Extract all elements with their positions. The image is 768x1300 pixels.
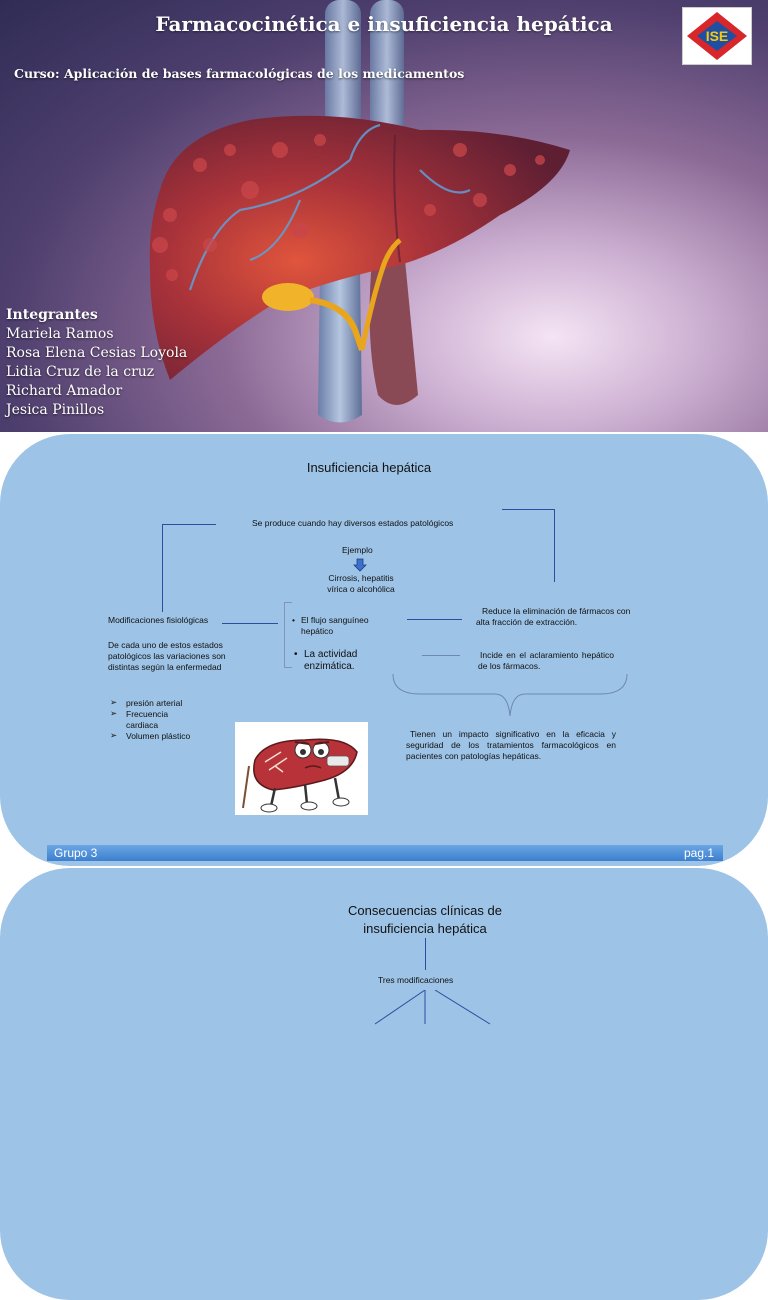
consequences-slide: Consecuencias clínicas de insuficiencia … xyxy=(0,868,768,1300)
title-line: Consecuencias clínicas de xyxy=(348,903,502,918)
enzyme-bullet: • La actividad enzimática. xyxy=(294,649,386,673)
bullet-item: presión arterial xyxy=(126,698,183,708)
cover-title: Farmacocinética e insuficiencia hepática xyxy=(155,12,613,36)
bracket xyxy=(284,667,292,668)
flow-text: El flujo sanguíneo hepático xyxy=(301,615,369,636)
connector xyxy=(222,623,278,624)
logo-diamond-icon: ISE xyxy=(687,12,747,60)
member-name: Jesica Pinillos xyxy=(6,402,105,418)
cause-text: Se produce cuando hay diversos estados p… xyxy=(252,518,454,528)
variations-text: De cada uno de estos estados patológicos… xyxy=(108,640,226,672)
title-line: insuficiencia hepática xyxy=(363,921,487,936)
sick-liver-icon xyxy=(242,738,358,813)
bullet-item: Frecuencia cardiaca xyxy=(126,709,169,730)
member-name: Rosa Elena Cesias Loyola xyxy=(6,345,188,361)
slide-title: Insuficiencia hepática xyxy=(306,460,432,475)
example-text: Cirrosis, hepatitis vírica o alcohólica xyxy=(327,573,395,594)
member-name: Richard Amador xyxy=(6,383,123,399)
connector xyxy=(422,655,460,656)
member-name: Mariela Ramos xyxy=(6,326,114,342)
bracket xyxy=(284,602,292,603)
arrow-bullet-icon: ➢ xyxy=(110,708,118,718)
bullet-list: ➢ presión arterial ➢ Frecuencia cardiaca ➢… xyxy=(110,697,191,742)
curly-brace xyxy=(392,673,628,717)
institution-logo: ISE xyxy=(682,7,752,65)
slide-footer: Grupo 3 pag.1 xyxy=(47,845,723,861)
flow-bullet: • El flujo sanguíneo hepático xyxy=(292,615,384,637)
enzyme-text: La actividad enzimática. xyxy=(304,649,358,672)
modifications-label: Modificaciones fisiológicas xyxy=(108,615,209,625)
branch-lines xyxy=(374,990,491,1025)
arrow-bullet-icon: ➢ xyxy=(110,697,118,707)
impact-text: Tienen un impacto significativo en la ef… xyxy=(406,729,616,761)
page-number: pag.1 xyxy=(683,846,714,860)
reduce-text: Reduce la eliminación de fármacos con al… xyxy=(476,606,631,627)
slide-title: Consecuencias clínicas de insuficiencia … xyxy=(0,902,768,938)
slide-card xyxy=(0,434,768,866)
arrow-down-icon xyxy=(353,558,367,572)
subtitle: Tres modificaciones xyxy=(378,975,454,985)
connector xyxy=(554,509,555,582)
svg-text:ISE: ISE xyxy=(706,28,729,44)
members-heading: Integrantes xyxy=(6,307,98,323)
member-name: Lidia Cruz de la cruz xyxy=(6,364,155,380)
example-label: Ejemplo xyxy=(342,545,373,555)
sick-liver-cartoon xyxy=(235,722,368,815)
connector xyxy=(425,938,426,970)
bullet-item: Volumen plástico xyxy=(126,731,191,741)
course-name: Curso: Aplicación de bases farmacológica… xyxy=(14,66,465,81)
footer-group: Grupo 3 xyxy=(54,846,98,860)
connector xyxy=(407,619,462,620)
liver-illustration xyxy=(149,0,570,423)
concept-map-slide: Insuficiencia hepática Se produce cuando… xyxy=(0,434,768,866)
connector xyxy=(502,509,555,510)
connector xyxy=(162,524,163,612)
bracket xyxy=(284,602,285,668)
cover-slide: Farmacocinética e insuficiencia hepática… xyxy=(0,0,768,432)
connector xyxy=(162,524,216,525)
incide-text: Incide en el aclaramiento hepático de lo… xyxy=(478,650,614,671)
arrow-bullet-icon: ➢ xyxy=(110,730,118,740)
